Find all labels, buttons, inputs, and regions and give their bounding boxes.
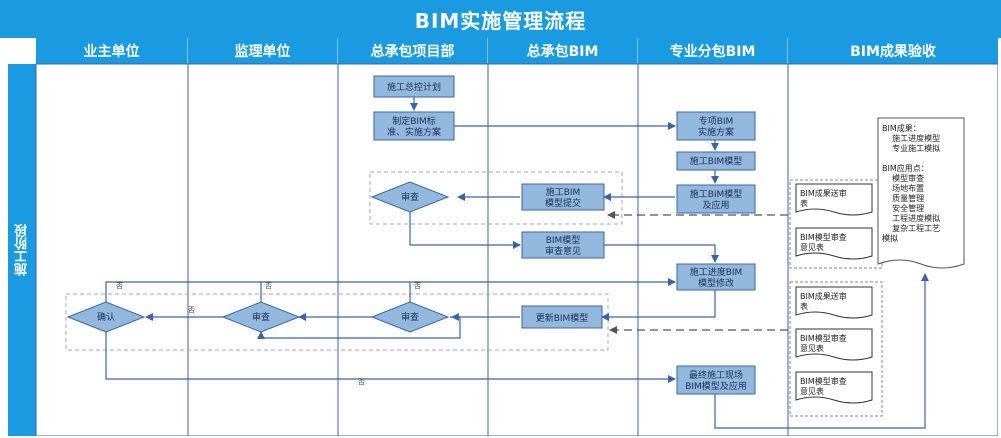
svg-text:BIM模型审查: BIM模型审查	[800, 333, 847, 343]
bim-results-document: BIM成果： 施工进度模型 专业施工模拟 BIM应用点： 模型审查 场地布置 质…	[877, 117, 965, 269]
lane-header-bim-acceptance: BIM成果验收	[788, 38, 998, 64]
no-label-4: 否	[188, 306, 195, 314]
svg-text:实施方案: 实施方案	[698, 126, 734, 138]
svg-text:BIM模型: BIM模型	[546, 235, 581, 246]
decision-diamonds: 审查 审查 审查 确认	[66, 181, 450, 333]
svg-text:模拟: 模拟	[882, 233, 898, 243]
review-group-upper	[369, 171, 623, 225]
box-special-bim-plan: 专项BIM 实施方案	[676, 111, 756, 141]
svg-text:施工BIM模型: 施工BIM模型	[690, 188, 743, 200]
flow-connectors	[105, 97, 929, 429]
svg-text:确认: 确认	[97, 311, 115, 323]
svg-text:BIM模型审查: BIM模型审查	[800, 232, 847, 242]
doc-bim-review-form-2: BIM模型审查 意见表	[795, 328, 873, 361]
svg-text:审查: 审查	[401, 191, 419, 203]
svg-text:复杂工程工艺: 复杂工程工艺	[882, 223, 940, 233]
flow-canvas: 否 否 否 否 否 施工总控计划 制定BIM标 准、实施方案 专项BIM 实施方…	[35, 63, 998, 436]
svg-text:BIM模型及应用: BIM模型及应用	[685, 380, 747, 392]
svg-text:意见表: 意见表	[800, 386, 824, 396]
svg-text:审查: 审查	[252, 311, 270, 323]
svg-text:场地布置: 场地布置	[882, 183, 924, 193]
svg-text:质量管理: 质量管理	[882, 193, 924, 203]
box-bim-standard: 制定BIM标 准、实施方案	[373, 111, 455, 141]
phase-label: 施工阶段	[8, 64, 36, 436]
svg-text:审查: 审查	[401, 311, 419, 323]
svg-text:施工BIM: 施工BIM	[546, 186, 581, 198]
svg-text:施工BIM模型: 施工BIM模型	[690, 155, 743, 167]
diamond-review-gc: 审查	[370, 181, 450, 213]
no-label-1: 否	[116, 282, 123, 290]
doc-bim-review-form-3: BIM模型审查 意见表	[795, 371, 873, 404]
lane-header-owner: 业主单位	[36, 38, 188, 64]
no-labels: 否 否 否 否 否	[116, 282, 421, 386]
svg-text:意见表: 意见表	[800, 242, 824, 252]
svg-text:模型修改: 模型修改	[698, 277, 734, 289]
box-bim-review-opinion: BIM模型 审查意见	[521, 231, 605, 259]
process-boxes: 施工总控计划 制定BIM标 准、实施方案 专项BIM 实施方案 施工BIM模型 …	[373, 75, 756, 395]
svg-text:表: 表	[800, 198, 808, 208]
doc-connectors	[607, 211, 788, 334]
swimlane-frame: 业主单位 监理单位 总承包项目部 总承包BIM 专业分包BIM BIM成果验收 …	[8, 38, 998, 436]
diamond-review-gc-lower: 审查	[370, 301, 450, 333]
doc-bim-submit-form-1: BIM成果送审 表	[795, 183, 873, 216]
documents: BIM成果送审 表 BIM模型审查 意见表 BIM成果送审 表 BIM模型审查 …	[795, 183, 873, 404]
svg-text:模型提交: 模型提交	[545, 197, 581, 209]
box-final-bim-model: 最终施工现场 BIM模型及应用	[676, 365, 756, 395]
svg-text:BIM应用点：: BIM应用点：	[882, 163, 929, 173]
lane-header-supervisor: 监理单位	[188, 38, 338, 64]
svg-text:安全管理: 安全管理	[882, 203, 924, 213]
svg-text:施工总控计划: 施工总控计划	[387, 81, 441, 93]
svg-text:最终施工现场: 最终施工现场	[689, 369, 743, 381]
no-label-5: 否	[358, 378, 365, 386]
box-construction-bim-model: 施工BIM模型	[676, 151, 756, 171]
no-label-3: 否	[414, 282, 421, 290]
svg-text:施工进度BIM: 施工进度BIM	[690, 266, 743, 278]
svg-text:BIM成果送审: BIM成果送审	[800, 188, 847, 198]
no-label-2: 否	[265, 282, 272, 290]
box-progress-model-modify: 施工进度BIM 模型修改	[676, 263, 756, 291]
svg-text:表: 表	[800, 301, 808, 311]
box-bim-model-application: 施工BIM模型 及应用	[676, 184, 756, 214]
svg-text:准、实施方案: 准、实施方案	[387, 126, 441, 138]
svg-text:审查意见: 审查意见	[545, 245, 581, 257]
svg-text:专项BIM: 专项BIM	[699, 115, 734, 127]
svg-text:更新BIM模型: 更新BIM模型	[536, 312, 589, 324]
diamond-review-supervisor: 审查	[221, 301, 301, 333]
lane-header-subcontractor-bim: 专业分包BIM	[638, 38, 788, 64]
svg-text:模型审查: 模型审查	[882, 173, 924, 183]
svg-text:专业施工模拟: 专业施工模拟	[882, 143, 940, 153]
box-construction-plan: 施工总控计划	[373, 75, 455, 98]
svg-text:及应用: 及应用	[702, 199, 729, 211]
diamond-confirm-owner: 确认	[66, 301, 146, 333]
review-group-lower	[65, 293, 609, 351]
title-bar: BIM实施管理流程	[0, 0, 1001, 38]
svg-text:制定BIM标: 制定BIM标	[392, 115, 436, 127]
doc-bim-review-form-1: BIM模型审查 意见表	[795, 227, 873, 260]
svg-text:意见表: 意见表	[800, 343, 824, 353]
doc-bim-submit-form-2: BIM成果送审 表	[795, 286, 873, 319]
svg-text:BIM成果：: BIM成果：	[882, 123, 921, 133]
diagram-title: BIM实施管理流程	[414, 8, 587, 33]
box-update-bim-model: 更新BIM模型	[521, 305, 603, 329]
svg-text:BIM模型审查: BIM模型审查	[800, 376, 847, 386]
svg-text:工程进度模拟: 工程进度模拟	[882, 213, 940, 223]
lane-header-general-contractor: 总承包项目部	[338, 38, 488, 64]
lane-header-gc-bim: 总承包BIM	[488, 38, 638, 64]
svg-text:BIM成果送审: BIM成果送审	[800, 291, 847, 301]
box-bim-model-submit: 施工BIM 模型提交	[521, 183, 605, 211]
svg-text:施工进度模型: 施工进度模型	[882, 133, 940, 143]
